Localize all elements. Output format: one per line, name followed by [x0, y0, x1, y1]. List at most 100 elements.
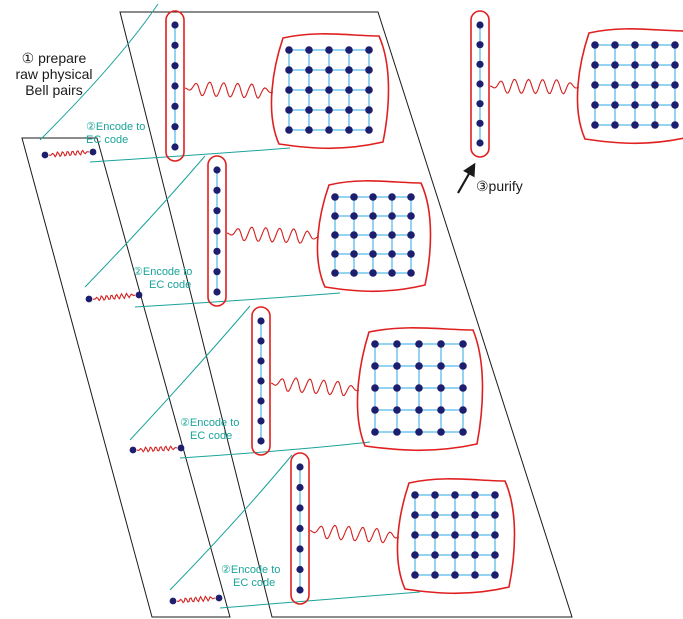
grid-code-qubit — [325, 106, 333, 114]
grid-code-qubit — [611, 41, 619, 49]
line-code-qubit — [296, 524, 304, 533]
line-code-outline — [207, 155, 227, 307]
line-code-qubit — [296, 545, 304, 553]
grid-code-qubit — [611, 81, 619, 89]
grid-code-qubit — [451, 551, 459, 559]
line-code-qubit — [476, 139, 484, 147]
line-code-qubit — [213, 288, 221, 296]
encoded-entanglement-link — [184, 81, 274, 99]
grid-code-qubit — [471, 491, 479, 499]
raw-qubit-node-2 — [215, 594, 223, 602]
grid-code-qubit — [388, 193, 396, 201]
grid-code-qubit — [411, 511, 419, 519]
projection-line-lower-4 — [219, 591, 421, 609]
grid-code-qubit — [631, 61, 639, 69]
grid-code-outline — [576, 28, 683, 145]
grid-code-qubit — [369, 193, 377, 201]
grid-code-qubit — [305, 86, 313, 94]
grid-code-qubit — [591, 61, 599, 69]
line-code-outline — [470, 10, 490, 158]
encode-label-c-line2: EC code — [190, 429, 233, 442]
grid-code-qubit — [451, 511, 459, 519]
grid-code-qubit — [331, 231, 339, 239]
line-code-qubit — [171, 21, 179, 29]
projection-line-lower-1 — [89, 147, 291, 163]
line-code-qubit — [257, 417, 265, 425]
grid-code-qubit — [411, 571, 419, 579]
grid-code-qubit — [331, 212, 339, 220]
grid-code-qubit — [415, 362, 423, 370]
grid-code-qubit — [407, 212, 415, 220]
line-code-qubit — [296, 504, 304, 512]
line-code-qubit — [171, 102, 179, 110]
raw-qubit-node-2 — [89, 148, 97, 156]
grid-code-qubit — [431, 511, 439, 519]
grid-code-qubit — [611, 101, 619, 109]
grid-code-qubit — [388, 250, 396, 258]
encoded-bell-pair-1 — [165, 10, 390, 162]
encoded-entanglement-link — [270, 377, 360, 397]
grid-code-qubit — [371, 406, 379, 414]
line-code-qubit — [171, 143, 179, 151]
projection-line-upper-2 — [84, 155, 206, 288]
line-code-qubit — [171, 123, 179, 131]
encoded-bell-pair-2 — [207, 155, 432, 307]
grid-code-qubit — [407, 269, 415, 277]
grid-code-qubit — [631, 101, 639, 109]
raw-entanglement-link — [136, 445, 178, 453]
purify-label: ③purify — [476, 178, 523, 194]
grid-code-qubit — [471, 551, 479, 559]
grid-code-qubit — [365, 126, 373, 134]
grid-code-outline — [316, 180, 432, 293]
grid-code-qubit — [631, 41, 639, 49]
projection-line-lower-2 — [134, 292, 341, 308]
projection-line-lower-3 — [179, 441, 371, 459]
step1-label: ① prepare raw physical Bell pairs — [6, 50, 102, 98]
grid-code-qubit — [491, 551, 499, 559]
line-code-qubit — [296, 483, 304, 492]
grid-code-qubit — [437, 362, 445, 370]
grid-code-qubit — [459, 428, 467, 436]
grid-code-qubit — [415, 384, 423, 392]
grid-code-qubit — [305, 126, 313, 134]
grid-code-qubit — [325, 46, 333, 54]
grid-code-qubit — [325, 86, 333, 94]
grid-code-qubit — [611, 121, 619, 129]
grid-code-outline — [396, 478, 516, 595]
grid-code-qubit — [365, 106, 373, 114]
line-code-qubit — [213, 268, 221, 276]
grid-code-qubit — [451, 531, 459, 539]
grid-code-qubit — [325, 66, 333, 74]
grid-code-qubit — [431, 531, 439, 539]
grid-code-qubit — [285, 126, 293, 134]
line-code-qubit — [476, 100, 484, 108]
raw-pair-frame — [21, 137, 231, 618]
grid-code-qubit — [459, 362, 467, 370]
grid-code-qubit — [651, 101, 659, 109]
encoded-entanglement-link — [226, 226, 319, 244]
line-code-qubit — [257, 357, 265, 365]
line-code-qubit — [257, 317, 265, 325]
grid-code-qubit — [437, 406, 445, 414]
encoded-bell-pair-purified — [470, 10, 683, 158]
grid-code-qubit — [305, 106, 313, 114]
grid-code-qubit — [345, 66, 353, 74]
grid-code-qubit — [459, 406, 467, 414]
grid-code-qubit — [371, 428, 379, 436]
raw-bell-pair-2 — [85, 291, 143, 303]
grid-code-qubit — [431, 491, 439, 499]
grid-code-qubit — [331, 269, 339, 277]
grid-code-qubit — [651, 81, 659, 89]
grid-code-qubit — [371, 362, 379, 370]
grid-code-qubit — [305, 46, 313, 54]
line-code-qubit — [213, 186, 221, 194]
grid-code-qubit — [365, 86, 373, 94]
grid-code-qubit — [345, 106, 353, 114]
grid-code-qubit — [491, 491, 499, 499]
grid-code-qubit — [671, 41, 679, 49]
grid-code-qubit — [651, 121, 659, 129]
encode-label-c: ②Encode to EC code — [180, 417, 239, 442]
grid-code-qubit — [407, 193, 415, 201]
grid-code-qubit — [431, 551, 439, 559]
encode-label-d-line2: EC code — [233, 576, 276, 589]
